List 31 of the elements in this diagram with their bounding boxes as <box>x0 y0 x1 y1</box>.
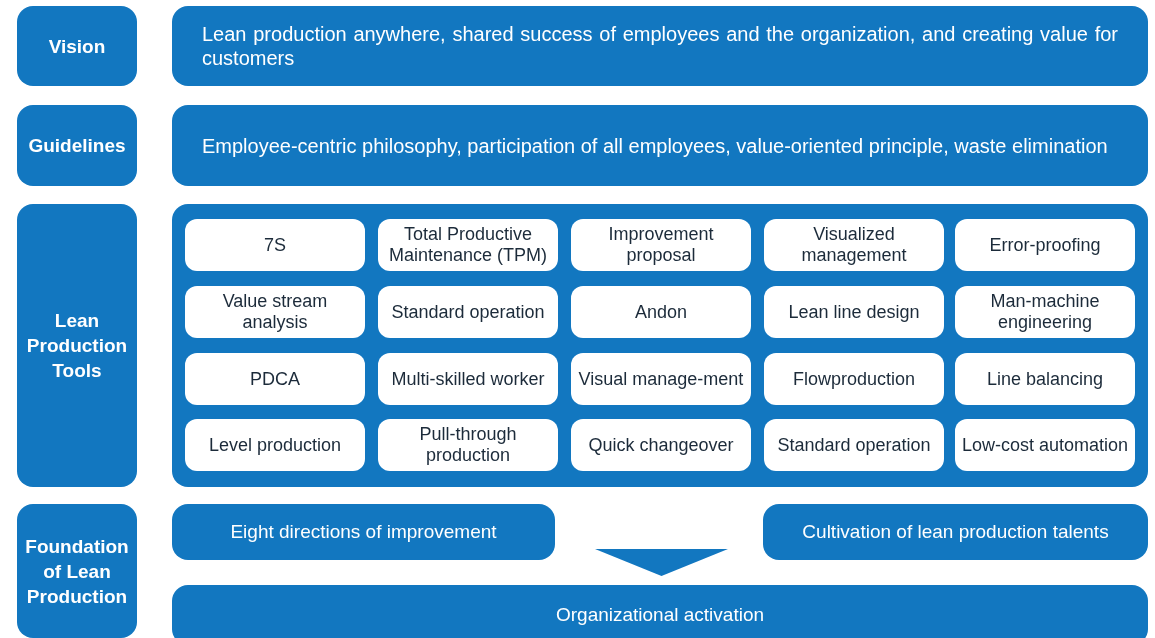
tool-card: Level production <box>185 419 365 471</box>
tool-card: Pull-through production <box>378 419 558 471</box>
tool-card: Man-machine engineering <box>955 286 1135 338</box>
tool-card: Standard operation <box>378 286 558 338</box>
down-triangle <box>595 549 728 576</box>
tool-card: Value stream analysis <box>185 286 365 338</box>
foundation-banner: Eight directions of improvement <box>172 504 555 560</box>
tool-card: Visual manage-ment <box>571 353 751 405</box>
tool-card: Quick changeover <box>571 419 751 471</box>
side-label: Foundation of Lean Production <box>17 504 137 638</box>
tool-card: Multi-skilled worker <box>378 353 558 405</box>
tool-card: Visualized management <box>764 219 944 271</box>
foundation-banner: Organizational activation <box>172 585 1148 638</box>
tools-panel <box>172 204 1148 487</box>
tool-card: Standard operation <box>764 419 944 471</box>
side-label: Vision <box>17 6 137 86</box>
tool-card: Total Productive Maintenance (TPM) <box>378 219 558 271</box>
statement-banner: Lean production anywhere, shared success of employees and the organization, and creating value for customers <box>172 6 1148 86</box>
tool-card: PDCA <box>185 353 365 405</box>
tool-card: Andon <box>571 286 751 338</box>
tool-card: Flowproduction <box>764 353 944 405</box>
tool-card: Lean line design <box>764 286 944 338</box>
side-label: Lean Production Tools <box>17 204 137 487</box>
foundation-banner: Cultivation of lean production talents <box>763 504 1148 560</box>
statement-banner: Employee-centric philosophy, participation of all employees, value-oriented principle, waste elimination <box>172 105 1148 186</box>
tool-card: Error-proofing <box>955 219 1135 271</box>
tool-card: Line balancing <box>955 353 1135 405</box>
tool-card: Improvement proposal <box>571 219 751 271</box>
tool-card: Low-cost automation <box>955 419 1135 471</box>
tool-card: 7S <box>185 219 365 271</box>
side-label: Guidelines <box>17 105 137 186</box>
